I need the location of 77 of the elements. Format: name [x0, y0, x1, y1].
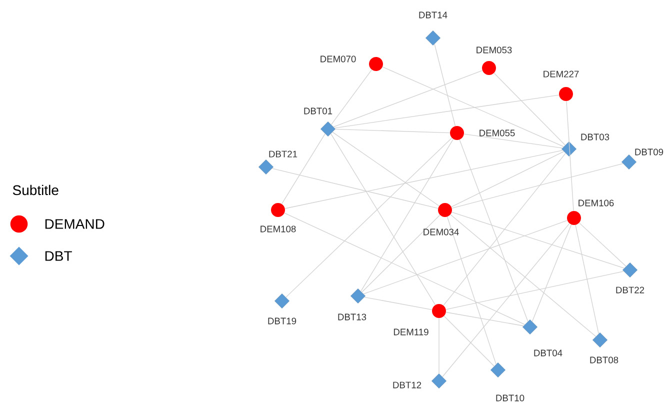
circle-marker — [567, 211, 581, 225]
node-label: DBT19 — [268, 318, 296, 324]
node-label: DEM070 — [320, 56, 356, 62]
connector-line — [281, 133, 326, 204]
connector-line — [443, 152, 566, 306]
connector-line — [442, 223, 570, 378]
diamond-marker — [432, 374, 446, 388]
node-label: DBT13 — [338, 314, 366, 320]
connector-line — [446, 270, 624, 310]
diamond-marker — [622, 262, 638, 278]
diamond-marker — [320, 122, 336, 136]
node-label: DBT04 — [534, 350, 562, 356]
node-label: DBT21 — [269, 150, 298, 158]
node-label: DEM106 — [578, 200, 614, 206]
connector-line — [575, 224, 599, 334]
circle-marker — [482, 61, 496, 75]
connector-line — [446, 312, 524, 326]
connector-line — [578, 222, 626, 267]
connector-line — [330, 133, 436, 306]
connector-line — [284, 150, 564, 209]
legend-title: Subtitle — [12, 184, 58, 196]
diamond-marker — [592, 332, 608, 348]
connector-line — [450, 214, 596, 337]
connector-line — [363, 220, 568, 294]
node-label: DBT03 — [581, 134, 610, 140]
circle-marker — [369, 57, 383, 71]
connector-line — [272, 168, 438, 209]
connector-line — [334, 94, 560, 128]
diamond-marker — [350, 288, 366, 304]
connector-line — [452, 163, 624, 208]
node-label: DEM227 — [544, 70, 579, 78]
connector-line — [434, 44, 456, 126]
connector-line — [360, 138, 454, 292]
connector-line — [286, 138, 452, 298]
connector-line — [452, 212, 625, 268]
connector-line — [444, 316, 495, 367]
connector-line — [382, 66, 564, 148]
node-label: DBT10 — [496, 394, 524, 402]
circle-marker — [450, 126, 464, 140]
legend-label: DEMAND — [45, 219, 104, 229]
legend-label: DBT — [45, 251, 72, 261]
connector-line — [459, 139, 528, 322]
connector-line — [566, 100, 574, 212]
circle-marker — [438, 203, 452, 217]
node-label: DEM034 — [424, 228, 459, 236]
connector-line — [332, 132, 440, 206]
node-label: DBT22 — [616, 286, 644, 294]
connector-line — [361, 214, 440, 293]
node-label: DEM119 — [394, 328, 428, 336]
diamond-marker — [522, 320, 538, 334]
connector-line — [330, 70, 372, 125]
diamond-marker — [258, 160, 274, 174]
node-label: DEM108 — [260, 226, 296, 232]
connector-line — [494, 72, 566, 146]
diamond-marker — [490, 362, 506, 378]
circle-marker — [271, 203, 285, 217]
circle-marker — [559, 87, 573, 101]
connector-line — [333, 70, 483, 128]
diamond-marker — [426, 30, 440, 46]
connector-line — [284, 212, 526, 325]
connector-line — [532, 224, 572, 322]
node-label: DBT12 — [393, 382, 422, 388]
connector-line — [446, 216, 496, 365]
node-label: DBT14 — [419, 12, 448, 18]
node-label: DBT09 — [635, 148, 664, 156]
connector-line — [451, 151, 564, 208]
node-label: DBT08 — [590, 356, 618, 364]
diamond-marker — [562, 142, 576, 156]
node-label: DEM055 — [480, 130, 515, 136]
node-label: DEM053 — [476, 46, 512, 54]
circle-marker — [432, 304, 446, 318]
diamond-marker — [622, 154, 636, 170]
connector-line — [364, 296, 432, 310]
connector-line — [334, 128, 450, 134]
node-label: DBT01 — [304, 108, 332, 114]
diamond-marker — [274, 294, 290, 308]
connector-line — [464, 134, 563, 148]
